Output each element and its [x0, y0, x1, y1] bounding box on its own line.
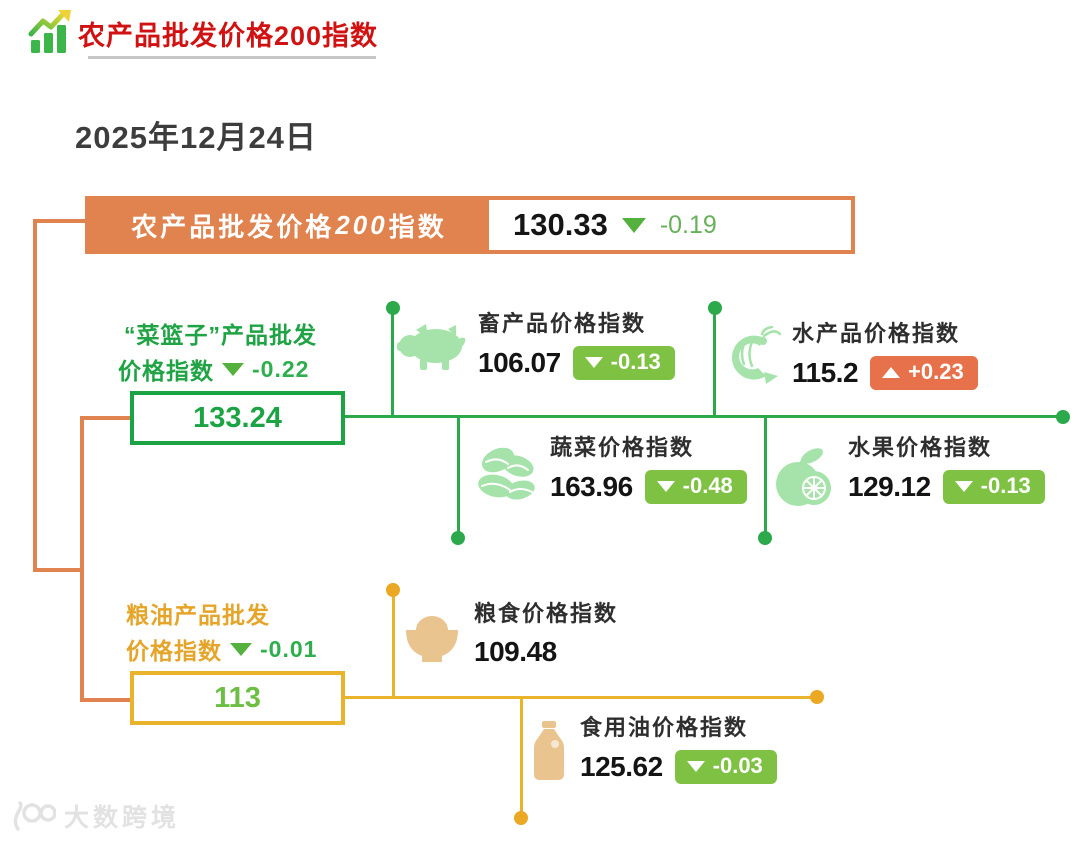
connector-dot	[758, 531, 772, 545]
connector-line	[391, 308, 394, 418]
down-triangle-icon	[621, 217, 646, 233]
connector-dot	[514, 811, 528, 825]
rice-bowl-icon	[406, 616, 458, 662]
shrimp-icon	[731, 326, 782, 384]
watermark-logo-icon	[13, 801, 56, 831]
section-label: 水产品价格指数	[792, 321, 961, 346]
section-value: 109.48	[474, 636, 557, 667]
basket-title-line2: 价格指数 -0.22	[118, 355, 310, 385]
connector-line	[33, 219, 37, 572]
down-triangle-icon	[954, 480, 973, 492]
down-triangle-icon	[686, 760, 705, 772]
basket-value: 133.24	[193, 401, 282, 434]
connector-line	[713, 308, 716, 418]
orange-icon	[776, 448, 831, 506]
connector-line	[80, 416, 84, 702]
section-value: 129.12	[848, 471, 931, 502]
connector-dot	[810, 690, 824, 704]
bar-chart-arrow-icon	[28, 10, 71, 53]
connector-line	[345, 696, 817, 699]
section-value: 106.07	[478, 347, 561, 378]
section-label: 粮食价格指数	[474, 601, 619, 626]
connector-line	[345, 415, 1063, 418]
section-value: 125.62	[580, 751, 663, 782]
section-vegetable: 蔬菜价格指数 163.96 -0.48	[474, 430, 747, 508]
watermark: 大数跨境	[10, 798, 180, 834]
down-triangle-icon	[656, 480, 675, 492]
connector-dot	[386, 583, 400, 597]
section-label: 蔬菜价格指数	[550, 435, 695, 460]
section-value: 115.2	[792, 357, 859, 388]
basket-value-box: 133.24	[130, 391, 345, 445]
connector-dot	[1056, 410, 1070, 424]
connector-line	[80, 698, 130, 702]
section-livestock: 畜产品价格指数 106.07 -0.13	[396, 306, 675, 380]
grainoil-title-line1: 粮油产品批发	[126, 602, 270, 628]
connector-dot	[708, 301, 722, 315]
connector-dot	[451, 531, 465, 545]
change-badge: -0.13	[942, 470, 1045, 504]
section-label: 食用油价格指数	[580, 715, 749, 740]
grainoil-title-line2: 价格指数 -0.01	[126, 635, 318, 665]
down-triangle-icon	[230, 642, 252, 656]
up-triangle-icon	[882, 366, 901, 378]
main-index-change: -0.19	[659, 210, 717, 239]
basket-title-line1: “菜篮子”产品批发	[124, 322, 317, 348]
oil-bottle-icon	[534, 721, 564, 780]
connector-line	[764, 415, 767, 538]
connector-line	[392, 590, 395, 698]
section-grain: 粮食价格指数 109.48	[400, 596, 618, 668]
down-triangle-icon	[584, 356, 603, 368]
grainoil-value-box: 113	[130, 671, 345, 725]
date-label: 2025年12月24日	[75, 120, 317, 155]
down-triangle-icon	[222, 362, 244, 376]
connector-line	[457, 415, 460, 538]
change-badge: +0.23	[870, 356, 978, 390]
main-index-value-area: 130.33 -0.19	[489, 200, 851, 250]
section-label: 畜产品价格指数	[478, 311, 647, 336]
connector-line	[80, 416, 130, 420]
section-oil: 食用油价格指数 125.62 -0.03	[530, 710, 777, 784]
grainoil-change: -0.01	[260, 635, 318, 662]
grainoil-value: 113	[214, 681, 261, 714]
section-aquatic: 水产品价格指数 115.2 +0.23	[720, 316, 978, 392]
section-label: 水果价格指数	[848, 435, 993, 460]
main-index-value: 130.33	[513, 207, 608, 242]
basket-change: -0.22	[252, 355, 310, 382]
section-value: 163.96	[550, 471, 633, 502]
title-underline	[88, 56, 376, 59]
connector-line	[520, 696, 523, 818]
connector-dot	[386, 301, 400, 315]
change-badge: -0.48	[644, 470, 747, 504]
connector-line	[33, 219, 85, 223]
cabbage-icon	[478, 447, 535, 500]
watermark-text: 大数跨境	[64, 804, 181, 832]
pig-icon	[397, 324, 466, 370]
change-badge: -0.03	[674, 750, 777, 784]
change-badge: -0.13	[572, 346, 675, 380]
page-title: 农产品批发价格200指数	[78, 21, 379, 51]
connector-line	[33, 568, 82, 572]
section-fruit: 水果价格指数 129.12 -0.13	[772, 430, 1045, 512]
